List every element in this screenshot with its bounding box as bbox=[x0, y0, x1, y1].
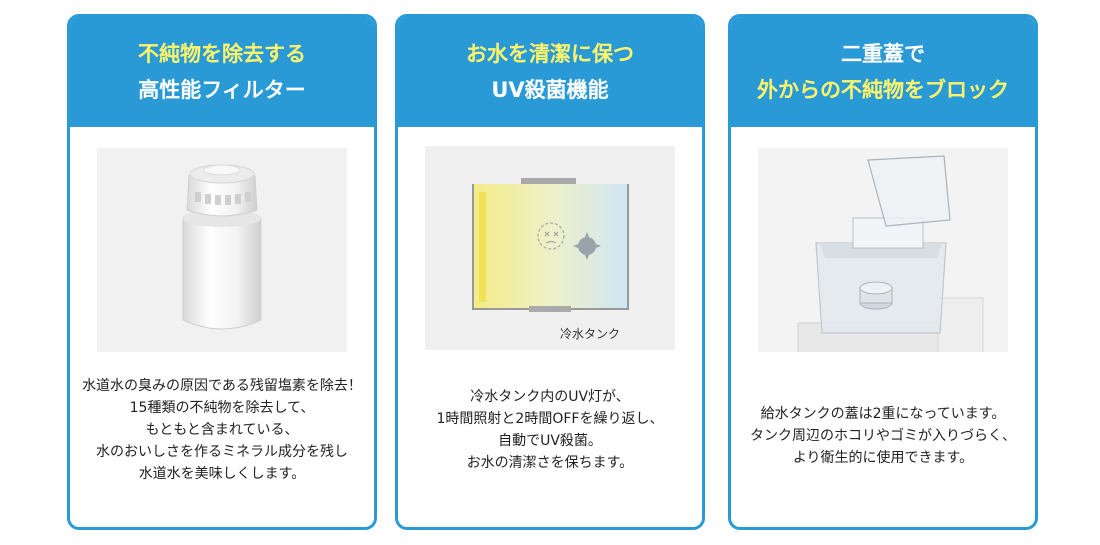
card-header: お水を清潔に保つ UV殺菌機能 bbox=[398, 17, 702, 127]
description-line: タンク周辺のホコリやゴミが入りづらく、 bbox=[750, 428, 1016, 444]
card-header: 二重蓋で 外からの不純物をブロック bbox=[731, 17, 1035, 127]
water-tank-double-lid-image bbox=[758, 148, 1008, 352]
feature-card-double-lid: 二重蓋で 外からの不純物をブロック 給水タンクの蓋は2重になっています。 タンク… bbox=[728, 14, 1038, 530]
feature-card-uv: お水を清潔に保つ UV殺菌機能 冷水タンク 冷水タンク内のUV灯が、 bbox=[395, 14, 705, 530]
card-description: 給水タンクの蓋は2重になっています。 タンク周辺のホコリやゴミが入りづらく、 よ… bbox=[731, 403, 1035, 469]
description-line: 給水タンクの蓋は2重になっています。 bbox=[760, 406, 1006, 422]
card-description: 水道水の臭みの原因である残留塩素を除去！ 15種類の不純物を除去して、 もともと… bbox=[70, 375, 374, 485]
description-line: 1時間照射と2時間OFFを繰り返し、 bbox=[436, 411, 664, 427]
tank-caption: 冷水タンク bbox=[560, 327, 620, 341]
card-title-line1: 二重蓋で bbox=[841, 42, 925, 66]
card-title-line2: UV殺菌機能 bbox=[491, 78, 609, 102]
card-description: 冷水タンク内のUV灯が、 1時間照射と2時間OFFを繰り返し、 自動でUV殺菌。… bbox=[398, 386, 702, 474]
card-title-line2: 高性能フィルター bbox=[138, 78, 306, 102]
description-line: 水のおいしさを作るミネラル成分を残し bbox=[96, 444, 348, 460]
description-line: お水の清潔さを保ちます。 bbox=[466, 455, 634, 471]
filter-cartridge-image bbox=[97, 148, 347, 352]
description-line: 15種類の不純物を除去して、 bbox=[129, 400, 315, 416]
card-title-line2: 外からの不純物をブロック bbox=[757, 78, 1009, 102]
card-header: 不純物を除去する 高性能フィルター bbox=[70, 17, 374, 127]
description-line: 自動でUV殺菌。 bbox=[498, 433, 602, 449]
card-title-line1: 不純物を除去する bbox=[138, 42, 306, 66]
card-title-line1: お水を清潔に保つ bbox=[466, 42, 634, 66]
description-line: 水道水の臭みの原因である残留塩素を除去！ bbox=[82, 378, 362, 394]
description-line: より衛生的に使用できます。 bbox=[792, 450, 974, 466]
description-line: もともと含まれている、 bbox=[145, 422, 299, 438]
feature-card-filter: 不純物を除去する 高性能フィルター 水道水の臭みの原因である残留塩素を除去！ 1… bbox=[67, 14, 377, 530]
description-line: 水道水を美味しくします。 bbox=[138, 466, 306, 482]
description-line: 冷水タンク内のUV灯が、 bbox=[470, 389, 630, 405]
uv-tank-diagram-image: 冷水タンク bbox=[425, 146, 675, 350]
